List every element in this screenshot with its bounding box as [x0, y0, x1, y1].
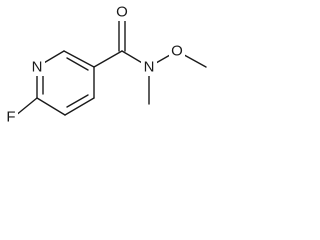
molecule-structure: N F O N O	[4, 2, 207, 126]
atom-labels: N F O N O	[4, 2, 185, 126]
ring-nitrogen-label: N	[32, 59, 43, 76]
label-bg-carbonyl-oxygen	[114, 2, 130, 21]
bond-c2-c3	[63, 50, 95, 68]
bond-c5-c6	[36, 97, 66, 116]
fluorine-label: F	[6, 109, 15, 126]
bond-c6-fluorine	[14, 97, 38, 117]
amide-nitrogen-label: N	[144, 59, 155, 76]
methoxy-oxygen-label: O	[171, 43, 183, 60]
double-bond-inner-c2-c3	[66, 57, 89, 71]
pyridine-ring	[36, 50, 95, 116]
carbonyl-oxygen-label: O	[116, 4, 128, 21]
bond-c4-c5	[64, 97, 95, 116]
label-bg-fluorine	[4, 108, 18, 126]
double-bond-inner-c4-c5	[66, 94, 89, 108]
label-bg-ring-nitrogen	[29, 58, 45, 76]
bond-c3-carbonyl	[93, 50, 123, 68]
label-bg-methoxy-oxygen	[169, 42, 185, 60]
label-bg-amide-nitrogen	[141, 58, 157, 76]
